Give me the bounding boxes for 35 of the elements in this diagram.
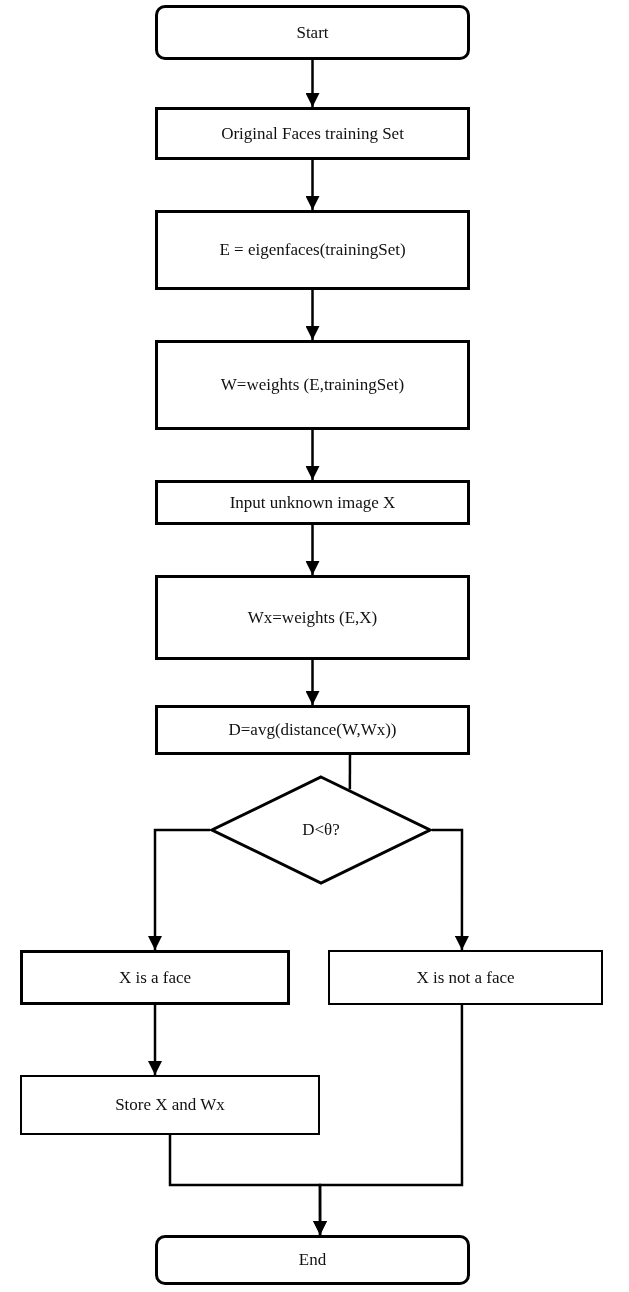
node-label: X is not a face	[416, 967, 515, 988]
arrow	[313, 1005, 464, 1235]
node-label: E = eigenfaces(trainingSet)	[219, 240, 406, 260]
node-label: Start	[296, 22, 329, 43]
node-label: End	[298, 1250, 327, 1270]
arrow	[305, 290, 320, 340]
node-label: D<θ?	[302, 820, 340, 840]
node-label: Input unknown image X	[229, 492, 396, 513]
process-box	[328, 950, 603, 1005]
process-box	[155, 705, 470, 755]
node-label: Store X and Wx	[115, 1095, 225, 1115]
node-label: Wx=weights (E,X)	[247, 607, 378, 628]
arrow	[148, 1005, 162, 1075]
node-label: Original Faces training Set	[221, 123, 404, 144]
process-box	[155, 107, 470, 160]
arrow	[305, 160, 320, 210]
connector-line	[348, 755, 352, 790]
process-box	[155, 210, 470, 290]
terminal-box	[155, 5, 470, 60]
node-label: W=weights (E,trainingSet)	[220, 375, 405, 395]
arrow	[305, 430, 320, 480]
arrow	[305, 660, 320, 705]
arrow	[148, 828, 210, 950]
process-box	[155, 480, 470, 525]
process-box	[155, 575, 470, 660]
process-box	[20, 1075, 320, 1135]
terminal-box	[155, 1235, 470, 1285]
process-box	[20, 950, 290, 1005]
process-box	[155, 340, 470, 430]
arrow	[305, 525, 320, 575]
decision-diamond	[210, 775, 432, 885]
node-label: X is a face	[118, 967, 192, 988]
arrow	[432, 828, 469, 950]
arrow	[305, 60, 320, 107]
node-label: D=avg(distance(W,Wx))	[228, 720, 397, 740]
